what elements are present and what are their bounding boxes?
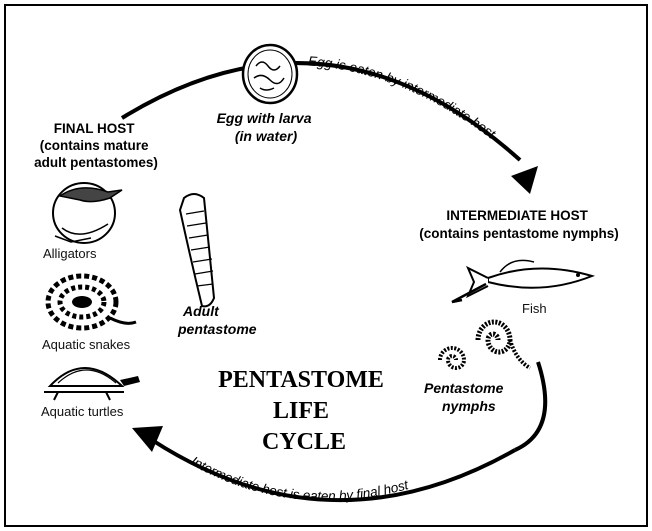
final-host-heading: FINAL HOST (contains mature adult pentas… [34, 121, 158, 170]
aquatic-snakes-label: Aquatic snakes [42, 337, 131, 352]
snake-icon [48, 276, 136, 328]
fish-icon [452, 260, 592, 302]
intermediate-host-heading: INTERMEDIATE HOST (contains pentastome n… [419, 208, 619, 241]
top-arrow-label: Egg is eaten by intermediate host [307, 54, 499, 143]
alligator-icon [53, 183, 122, 243]
nymph-stage-label: Pentastome nymphs [424, 380, 507, 414]
pentastome-worm-icon [180, 194, 214, 306]
adult-stage-label: Adult pentastome [177, 303, 257, 337]
alligators-label: Alligators [43, 246, 97, 261]
fish-label: Fish [522, 301, 547, 316]
nymph-icon [440, 322, 530, 368]
egg-stage-label: Egg with larva (in water) [217, 110, 316, 144]
top-arrowhead [511, 166, 538, 194]
turtle-icon [44, 368, 140, 400]
bottom-arrow-label: Intermediate host is eaten by final host [188, 453, 411, 503]
right-cycle-arrow [515, 362, 545, 450]
diagram-title: PENTASTOME LIFE CYCLE [218, 367, 390, 455]
bottom-arrowhead [132, 426, 163, 452]
aquatic-turtles-label: Aquatic turtles [41, 404, 124, 419]
egg-icon [243, 45, 297, 103]
